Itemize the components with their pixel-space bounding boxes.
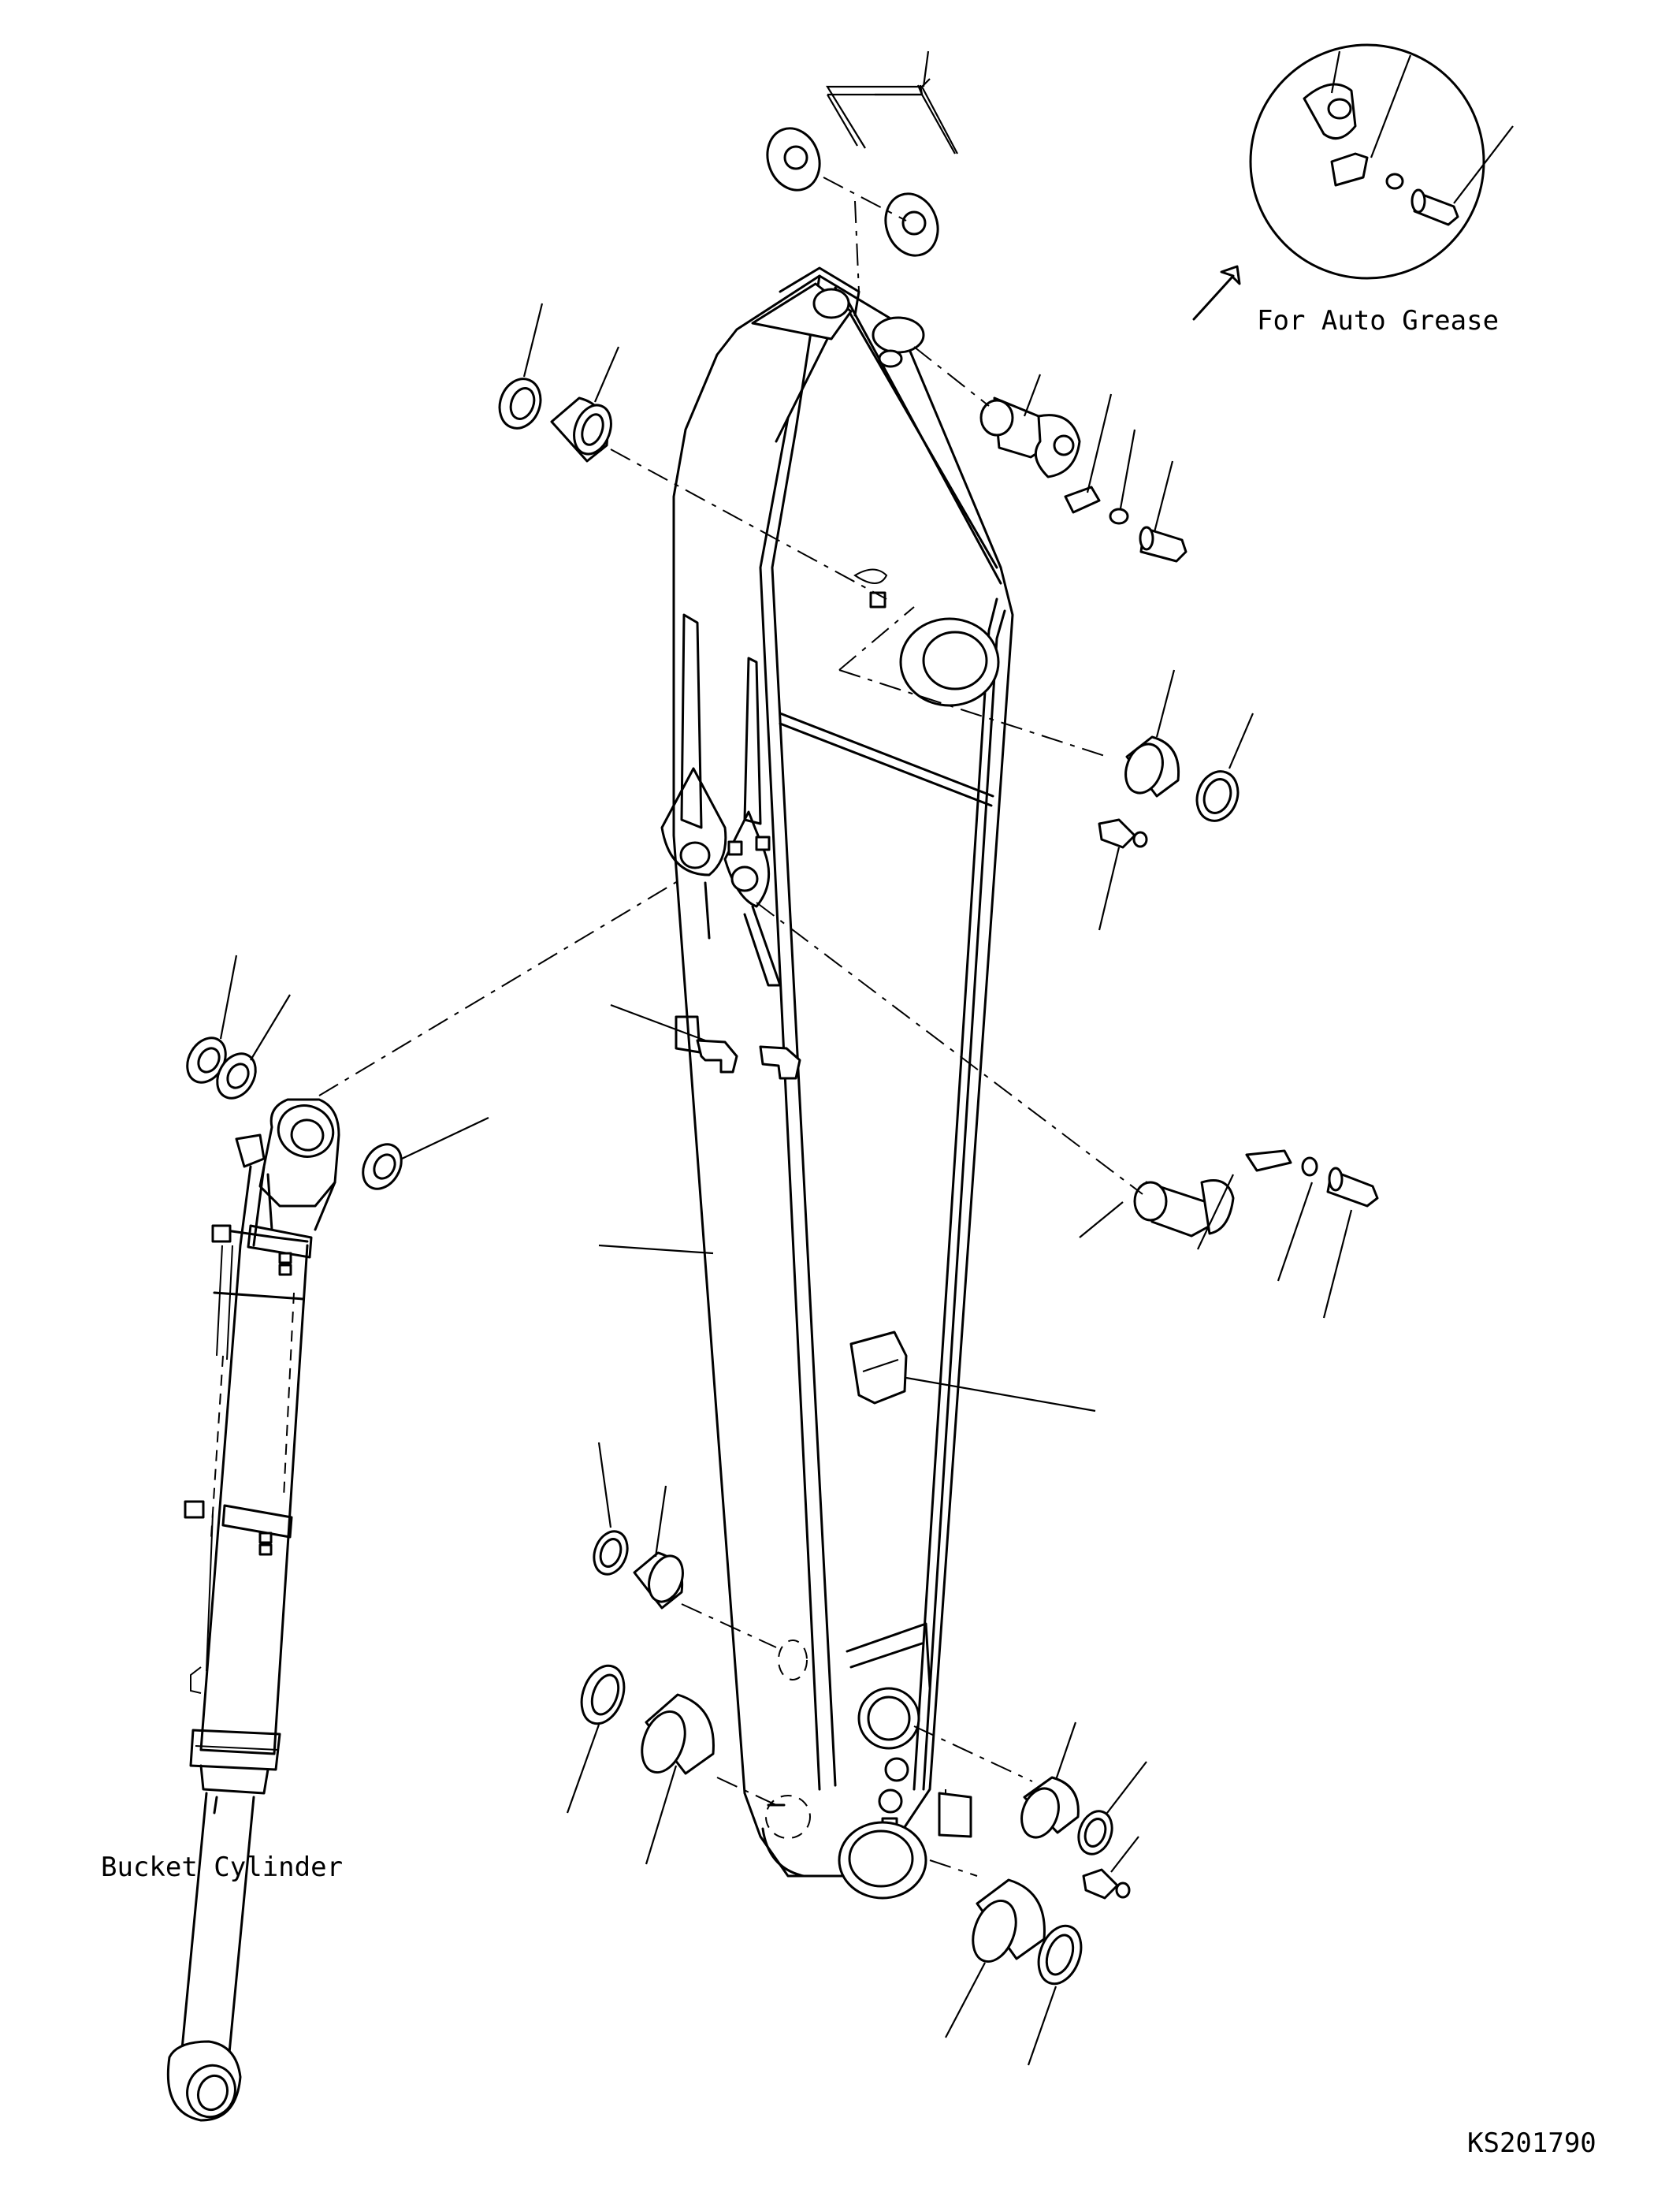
figure-code: KS201790 [1467,2127,1596,2159]
upper-left-bushings [498,303,887,600]
bucket-cylinder: Bucket Cylinder [101,880,678,2122]
auto-grease-label: For Auto Grease [1257,305,1499,337]
shim-leader [826,85,922,149]
lower-right-bushings [913,1721,1147,2066]
arm-body [660,266,1014,1900]
link-bracket [660,613,782,987]
top-shims [766,84,956,292]
lower-left-bushings [566,1442,777,1865]
upper-right-bushings [838,606,1254,931]
auto-grease-detail: For Auto Grease [1192,43,1514,337]
upper-pin-assembly [913,346,1188,563]
hose-clamps [675,1015,801,1080]
middle-pin-assembly [756,902,1379,1319]
bucket-cylinder-label: Bucket Cylinder [101,1852,343,1883]
clamp-leader [610,1003,706,1042]
